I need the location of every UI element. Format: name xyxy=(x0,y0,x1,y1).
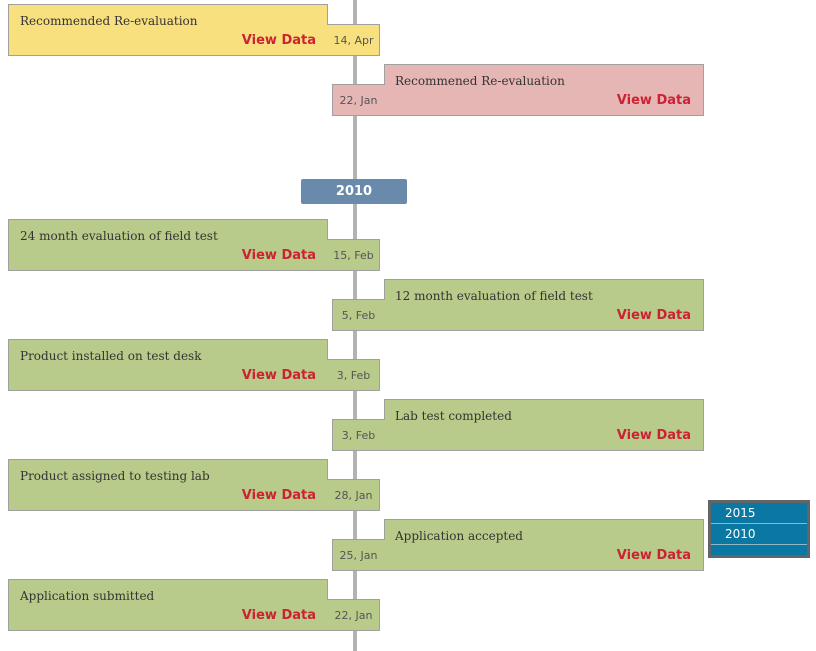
view-data-link[interactable]: View Data xyxy=(616,548,691,563)
event-card: Application submitted View Data xyxy=(8,579,328,631)
event-card: Recommened Re-evaluation View Data xyxy=(384,64,704,116)
event-card: Product installed on test desk View Data xyxy=(8,339,328,391)
event-date: 28, Jan xyxy=(328,479,380,511)
event-title: 12 month evaluation of field test xyxy=(395,289,593,303)
view-data-link[interactable]: View Data xyxy=(241,608,316,623)
event-date: 15, Feb xyxy=(328,239,380,271)
timeline-event: Product assigned to testing lab View Dat… xyxy=(8,459,380,513)
timeline-event: 22, Jan Recommened Re-evaluation View Da… xyxy=(332,64,704,118)
event-title: Product installed on test desk xyxy=(20,349,202,363)
view-data-link[interactable]: View Data xyxy=(616,93,691,108)
event-title: Recommended Re-evaluation xyxy=(20,14,198,28)
year-selector: 2015 2010 xyxy=(708,500,810,558)
view-data-link[interactable]: View Data xyxy=(241,248,316,263)
event-title: Product assigned to testing lab xyxy=(20,469,210,483)
event-date: 3, Feb xyxy=(328,359,380,391)
timeline-event: Recommended Re-evaluation View Data 14, … xyxy=(8,4,380,58)
timeline-event: Application submitted View Data 22, Jan xyxy=(8,579,380,633)
event-date: 22, Jan xyxy=(328,599,380,631)
event-card: Lab test completed View Data xyxy=(384,399,704,451)
event-card: Recommended Re-evaluation View Data xyxy=(8,4,328,56)
event-card: Product assigned to testing lab View Dat… xyxy=(8,459,328,511)
timeline-event: Product installed on test desk View Data… xyxy=(8,339,380,393)
year-option-2015[interactable]: 2015 xyxy=(711,503,807,524)
event-date: 22, Jan xyxy=(332,84,384,116)
event-title: Application accepted xyxy=(395,529,523,543)
timeline-event: 5, Feb 12 month evaluation of field test… xyxy=(332,279,704,333)
year-option-2010[interactable]: 2010 xyxy=(711,524,807,545)
event-date: 25, Jan xyxy=(332,539,384,571)
view-data-link[interactable]: View Data xyxy=(241,33,316,48)
view-data-link[interactable]: View Data xyxy=(241,368,316,383)
event-date: 14, Apr xyxy=(328,24,380,56)
timeline-event: 25, Jan Application accepted View Data xyxy=(332,519,704,573)
timeline-event: 3, Feb Lab test completed View Data xyxy=(332,399,704,453)
event-title: Lab test completed xyxy=(395,409,512,423)
event-card: 12 month evaluation of field test View D… xyxy=(384,279,704,331)
view-data-link[interactable]: View Data xyxy=(616,308,691,323)
event-title: 24 month evaluation of field test xyxy=(20,229,218,243)
event-date: 3, Feb xyxy=(332,419,384,451)
event-card: Application accepted View Data xyxy=(384,519,704,571)
year-selector-filler xyxy=(711,545,807,555)
timeline-event: 24 month evaluation of field test View D… xyxy=(8,219,380,273)
year-badge[interactable]: 2010 xyxy=(301,179,407,204)
view-data-link[interactable]: View Data xyxy=(616,428,691,443)
event-title: Application submitted xyxy=(20,589,155,603)
event-date: 5, Feb xyxy=(332,299,384,331)
event-card: 24 month evaluation of field test View D… xyxy=(8,219,328,271)
event-title: Recommened Re-evaluation xyxy=(395,74,565,88)
view-data-link[interactable]: View Data xyxy=(241,488,316,503)
